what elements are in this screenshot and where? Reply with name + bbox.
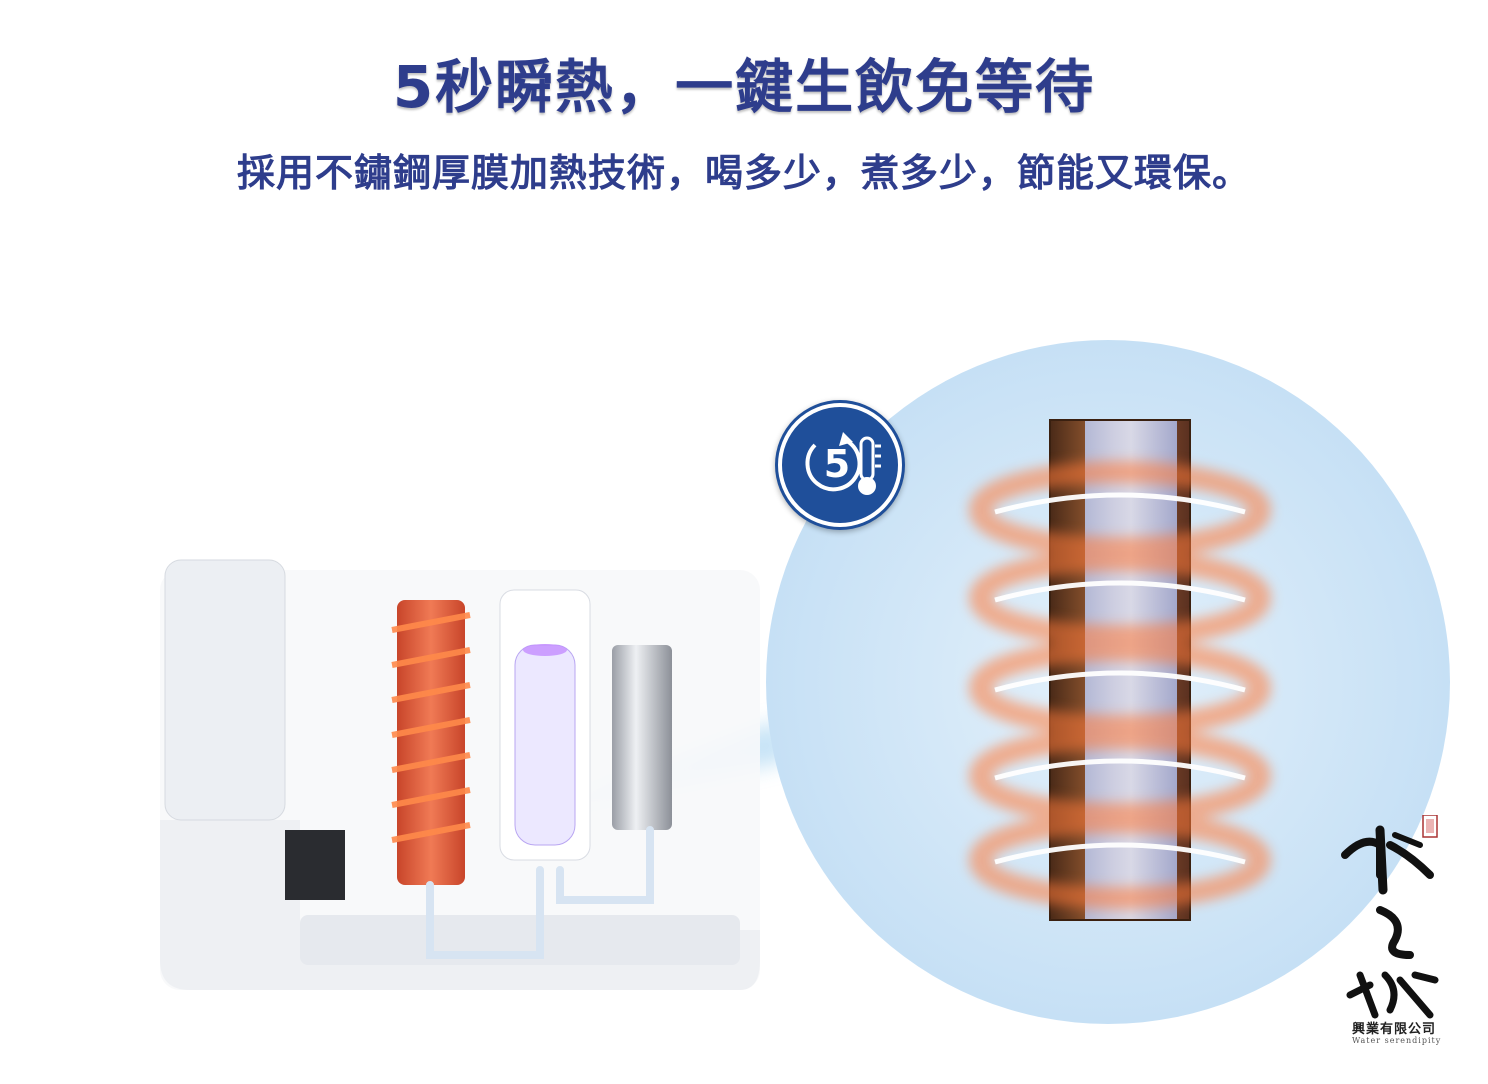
subheadline: 採用不鏽鋼厚膜加熱技術，喝多少，煮多少，節能又環保。 bbox=[236, 151, 1251, 195]
timer-number: 5 bbox=[823, 442, 851, 486]
thermometer-icon bbox=[858, 436, 881, 495]
clock-arrow-icon bbox=[805, 432, 862, 492]
logo-tagline: Water serendipity bbox=[1352, 1036, 1442, 1045]
five-second-heating-badge: 5 bbox=[775, 400, 905, 530]
brand-logo bbox=[1341, 815, 1439, 1019]
headline: 5秒瞬熱，一鍵生飲免等待 bbox=[392, 53, 1096, 121]
logo-company-name: 興業有限公司 bbox=[1352, 1022, 1437, 1037]
